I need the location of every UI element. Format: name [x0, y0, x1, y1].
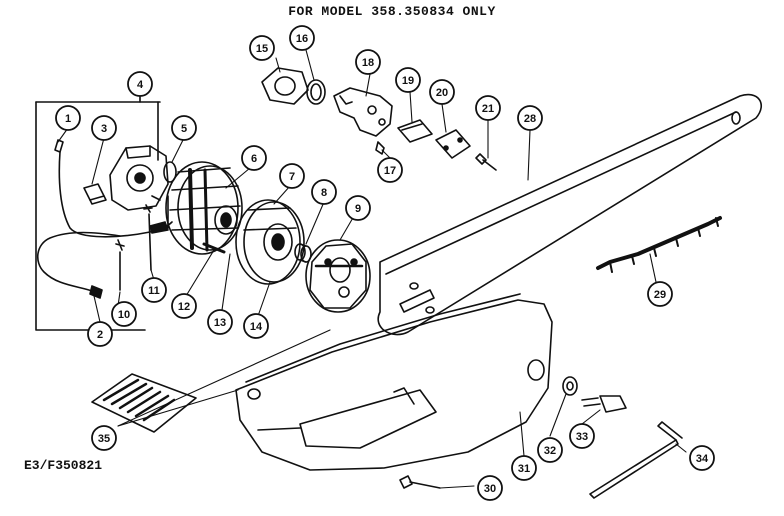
- svg-text:29: 29: [654, 289, 666, 301]
- part-16-o-ring: [306, 79, 326, 105]
- svg-text:14: 14: [250, 321, 263, 333]
- part-15-plate: [261, 67, 309, 105]
- callout-34: 34: [689, 445, 715, 471]
- part-30-screw: [399, 475, 441, 489]
- svg-text:15: 15: [256, 43, 268, 55]
- part-11-screw: [143, 204, 153, 271]
- svg-text:17: 17: [384, 165, 396, 177]
- svg-text:7: 7: [289, 171, 295, 183]
- svg-text:20: 20: [436, 87, 448, 99]
- callout-14: 14: [243, 313, 269, 339]
- svg-text:2: 2: [97, 329, 103, 341]
- part-21-bolt: [475, 153, 497, 171]
- leader-lines: [57, 49, 687, 489]
- callout-3: 3: [91, 115, 117, 141]
- svg-text:9: 9: [355, 203, 361, 215]
- part-17-screw: [375, 141, 385, 155]
- svg-text:16: 16: [296, 33, 308, 45]
- svg-text:3: 3: [101, 123, 107, 135]
- part-28-guide-bar: [377, 93, 762, 336]
- callout-10: 10: [111, 301, 137, 327]
- svg-text:10: 10: [118, 309, 130, 321]
- svg-text:4: 4: [137, 79, 144, 91]
- callout-20: 20: [429, 79, 455, 105]
- callout-13: 13: [207, 309, 233, 335]
- svg-text:12: 12: [178, 301, 190, 313]
- part-2-wire-harness: [37, 231, 121, 299]
- callout-5: 5: [171, 115, 197, 141]
- callout-18: 18: [355, 49, 381, 75]
- part-4-ignition-module: [109, 145, 169, 211]
- callout-1: 1: [55, 105, 81, 131]
- callout-9: 9: [345, 195, 371, 221]
- svg-text:21: 21: [482, 103, 494, 115]
- callout-8: 8: [311, 179, 337, 205]
- diagram-code: E3/F350821: [24, 458, 103, 473]
- part-35-label-decal: [91, 373, 197, 433]
- part-8-bearing: [294, 243, 312, 263]
- part-19-pad: [397, 119, 433, 143]
- svg-text:31: 31: [518, 463, 530, 475]
- callout-35: 35: [91, 425, 117, 451]
- callout-4: 4: [127, 71, 153, 97]
- svg-text:34: 34: [696, 453, 709, 465]
- svg-text:18: 18: [362, 57, 374, 69]
- callout-17: 17: [377, 157, 403, 183]
- callout-29: 29: [647, 281, 673, 307]
- callout-21: 21: [475, 95, 501, 121]
- part-31-sprocket-cover: [235, 293, 553, 471]
- part-3-block: [83, 183, 107, 205]
- svg-text:19: 19: [402, 75, 414, 87]
- svg-text:6: 6: [251, 153, 257, 165]
- callout-12: 12: [171, 293, 197, 319]
- callout-28: 28: [517, 105, 543, 131]
- part-18-bracket: [333, 87, 393, 137]
- svg-text:11: 11: [148, 285, 160, 297]
- part-10-screw: [115, 239, 125, 291]
- callout-30: 30: [477, 475, 503, 501]
- part-9-clutch: [305, 239, 371, 313]
- callout-11: 11: [141, 277, 167, 303]
- svg-text:35: 35: [98, 433, 110, 445]
- callout-19: 19: [395, 67, 421, 93]
- part-20-cover-plate: [435, 129, 471, 159]
- svg-text:33: 33: [576, 431, 588, 443]
- svg-text:32: 32: [544, 445, 556, 457]
- part-34-hex-wrench: [589, 421, 683, 499]
- svg-text:30: 30: [484, 483, 496, 495]
- callout-2: 2: [87, 321, 113, 347]
- callout-7: 7: [279, 163, 305, 189]
- callout-32: 32: [537, 437, 563, 463]
- callout-33: 33: [569, 423, 595, 449]
- part-33-bolt: [581, 395, 627, 413]
- callout-6: 6: [241, 145, 267, 171]
- diagram-title: FOR MODEL 358.350834 ONLY: [288, 4, 496, 19]
- part-1-wire-lead: [54, 139, 173, 238]
- callout-15: 15: [249, 35, 275, 61]
- svg-text:13: 13: [214, 317, 226, 329]
- part-5-washer: [163, 161, 177, 183]
- svg-text:1: 1: [65, 113, 71, 125]
- svg-text:28: 28: [524, 113, 536, 125]
- svg-text:8: 8: [321, 187, 327, 199]
- part-12-pin: [202, 242, 226, 254]
- part-32-washer: [562, 376, 578, 396]
- part-7-clutch-drum: [235, 199, 305, 285]
- callout-16: 16: [289, 25, 315, 51]
- callout-31: 31: [511, 455, 537, 481]
- svg-text:5: 5: [181, 123, 187, 135]
- part-29-saw-chain: [596, 216, 722, 273]
- part-6-flywheel: [165, 161, 243, 255]
